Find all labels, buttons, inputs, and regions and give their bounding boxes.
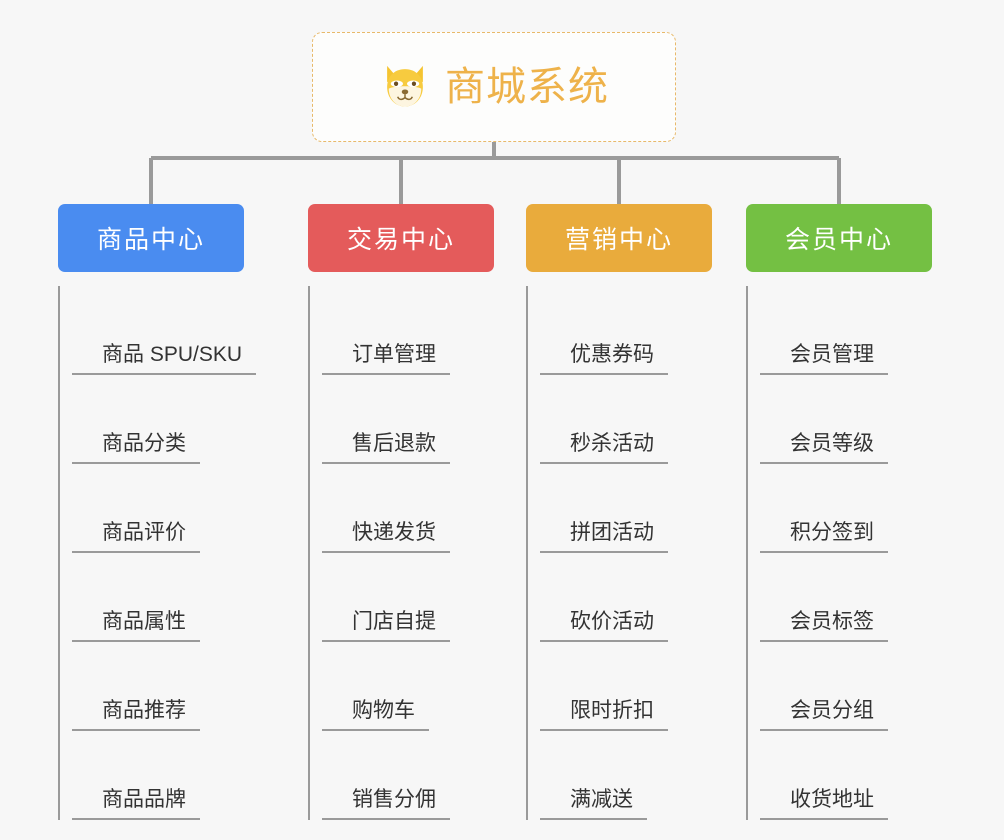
list-item[interactable]: 会员标签 (760, 553, 932, 642)
leaf-label: 会员管理 (760, 343, 888, 375)
list-item[interactable]: 门店自提 (322, 553, 494, 642)
category-header-3[interactable]: 会员中心 (746, 204, 932, 272)
leaf-label: 积分签到 (760, 521, 888, 553)
leaf-label: 满减送 (540, 788, 647, 820)
category-header-1[interactable]: 交易中心 (308, 204, 494, 272)
category-title-0: 商品中心 (96, 226, 205, 254)
shiba-dog-face-icon (387, 65, 423, 107)
leaf-label: 会员标签 (760, 610, 888, 642)
category-title-1: 交易中心 (346, 226, 455, 254)
leaf-label: 限时折扣 (540, 699, 668, 731)
leaf-label: 商品属性 (72, 610, 200, 642)
list-item[interactable]: 拼团活动 (540, 464, 712, 553)
category-column-0: 商品中心 商品 SPU/SKU 商品分类 商品评价 商品属性 商品推荐 商品品牌 (58, 204, 257, 820)
category-items-3: 会员管理 会员等级 积分签到 会员标签 会员分组 收货地址 (746, 286, 932, 820)
leaf-label: 商品 SPU/SKU (72, 343, 257, 375)
list-item[interactable]: 会员分组 (760, 642, 932, 731)
category-items-2: 优惠券码 秒杀活动 拼团活动 砍价活动 限时折扣 满减送 (526, 286, 712, 820)
leaf-label: 快递发货 (322, 521, 450, 553)
category-title-2: 营销中心 (564, 226, 673, 254)
list-item[interactable]: 购物车 (322, 642, 494, 731)
category-header-0[interactable]: 商品中心 (58, 204, 244, 272)
list-item[interactable]: 商品 SPU/SKU (72, 286, 257, 375)
list-item[interactable]: 商品评价 (72, 464, 244, 553)
leaf-label: 订单管理 (322, 343, 450, 375)
leaf-label: 售后退款 (322, 432, 450, 464)
list-item[interactable]: 积分签到 (760, 464, 932, 553)
leaf-label: 会员等级 (760, 432, 888, 464)
category-column-2: 营销中心 优惠券码 秒杀活动 拼团活动 砍价活动 限时折扣 满减送 (526, 204, 712, 820)
list-item[interactable]: 售后退款 (322, 375, 494, 464)
leaf-label: 拼团活动 (540, 521, 668, 553)
leaf-label: 会员分组 (760, 699, 888, 731)
leaf-label: 砍价活动 (540, 610, 668, 642)
leaf-label: 门店自提 (322, 610, 450, 642)
category-header-2[interactable]: 营销中心 (526, 204, 712, 272)
list-item[interactable]: 会员管理 (760, 286, 932, 375)
leaf-label: 销售分佣 (322, 788, 450, 820)
category-column-3: 会员中心 会员管理 会员等级 积分签到 会员标签 会员分组 收货地址 (746, 204, 932, 820)
list-item[interactable]: 快递发货 (322, 464, 494, 553)
category-column-1: 交易中心 订单管理 售后退款 快递发货 门店自提 购物车 销售分佣 (308, 204, 494, 820)
leaf-label: 商品推荐 (72, 699, 200, 731)
list-item[interactable]: 订单管理 (322, 286, 494, 375)
list-item[interactable]: 收货地址 (760, 731, 932, 820)
list-item[interactable]: 销售分佣 (322, 731, 494, 820)
leaf-label: 购物车 (322, 699, 429, 731)
root-title: 商城系统 (445, 65, 609, 109)
leaf-label: 秒杀活动 (540, 432, 668, 464)
list-item[interactable]: 商品品牌 (72, 731, 244, 820)
root-node[interactable]: 商城系统 (312, 32, 676, 142)
leaf-label: 收货地址 (760, 788, 888, 820)
list-item[interactable]: 秒杀活动 (540, 375, 712, 464)
leaf-label: 优惠券码 (540, 343, 668, 375)
leaf-label: 商品分类 (72, 432, 200, 464)
list-item[interactable]: 优惠券码 (540, 286, 712, 375)
list-item[interactable]: 会员等级 (760, 375, 932, 464)
category-items-1: 订单管理 售后退款 快递发货 门店自提 购物车 销售分佣 (308, 286, 494, 820)
category-items-0: 商品 SPU/SKU 商品分类 商品评价 商品属性 商品推荐 商品品牌 (58, 286, 257, 820)
leaf-label: 商品评价 (72, 521, 200, 553)
list-item[interactable]: 商品推荐 (72, 642, 244, 731)
list-item[interactable]: 砍价活动 (540, 553, 712, 642)
leaf-label: 商品品牌 (72, 788, 200, 820)
list-item[interactable]: 限时折扣 (540, 642, 712, 731)
list-item[interactable]: 商品属性 (72, 553, 244, 642)
category-title-3: 会员中心 (784, 226, 893, 254)
list-item[interactable]: 满减送 (540, 731, 712, 820)
list-item[interactable]: 商品分类 (72, 375, 244, 464)
